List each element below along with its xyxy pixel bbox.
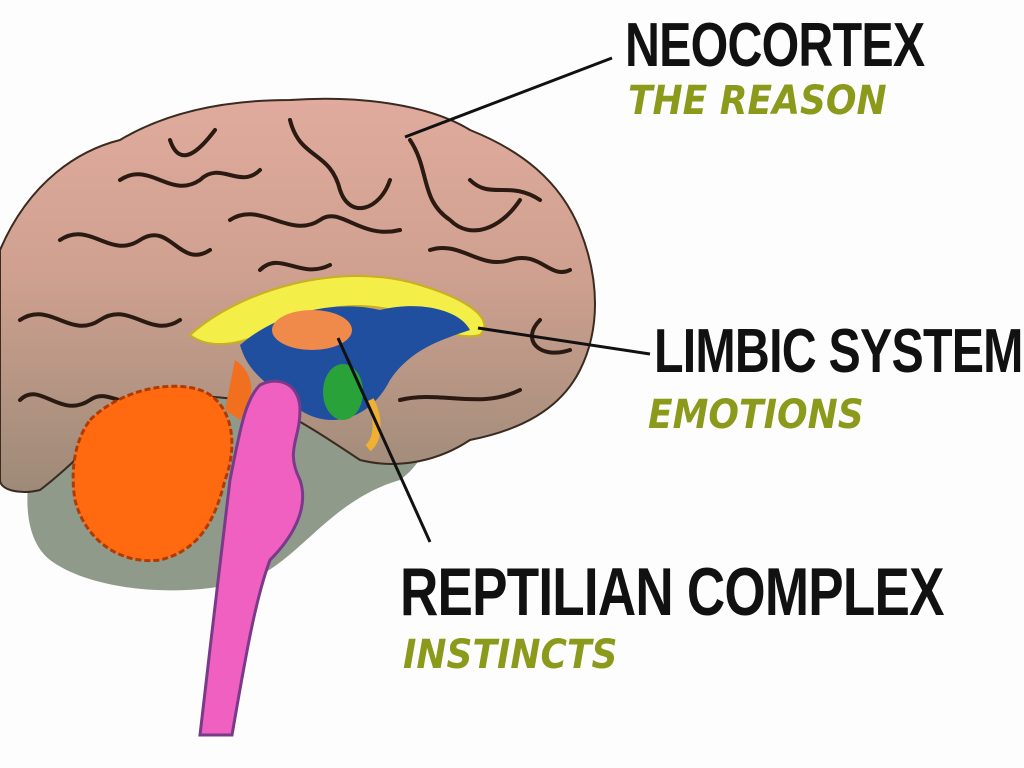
- thalamus: [272, 310, 352, 350]
- reptilian-complex-subtitle: INSTINCTS: [403, 632, 618, 678]
- limbic-system-label: LIMBIC SYSTEM: [654, 317, 1023, 386]
- neocortex-label: NEOCORTEX: [625, 11, 925, 80]
- neocortex-pointer: [404, 56, 613, 139]
- pons: [225, 360, 252, 420]
- limbic-system-subtitle: EMOTIONS: [648, 392, 864, 438]
- cerebellum: [71, 384, 234, 563]
- amygdala: [323, 364, 363, 420]
- brainstem: [198, 379, 305, 737]
- reptilian-complex-label: REPTILIAN COMPLEX: [400, 554, 944, 630]
- reptilian-pointer: [336, 337, 432, 543]
- hippocampus: [365, 398, 381, 452]
- neocortex-subtitle: THE REASON: [628, 78, 887, 124]
- limbic-pointer: [477, 326, 651, 356]
